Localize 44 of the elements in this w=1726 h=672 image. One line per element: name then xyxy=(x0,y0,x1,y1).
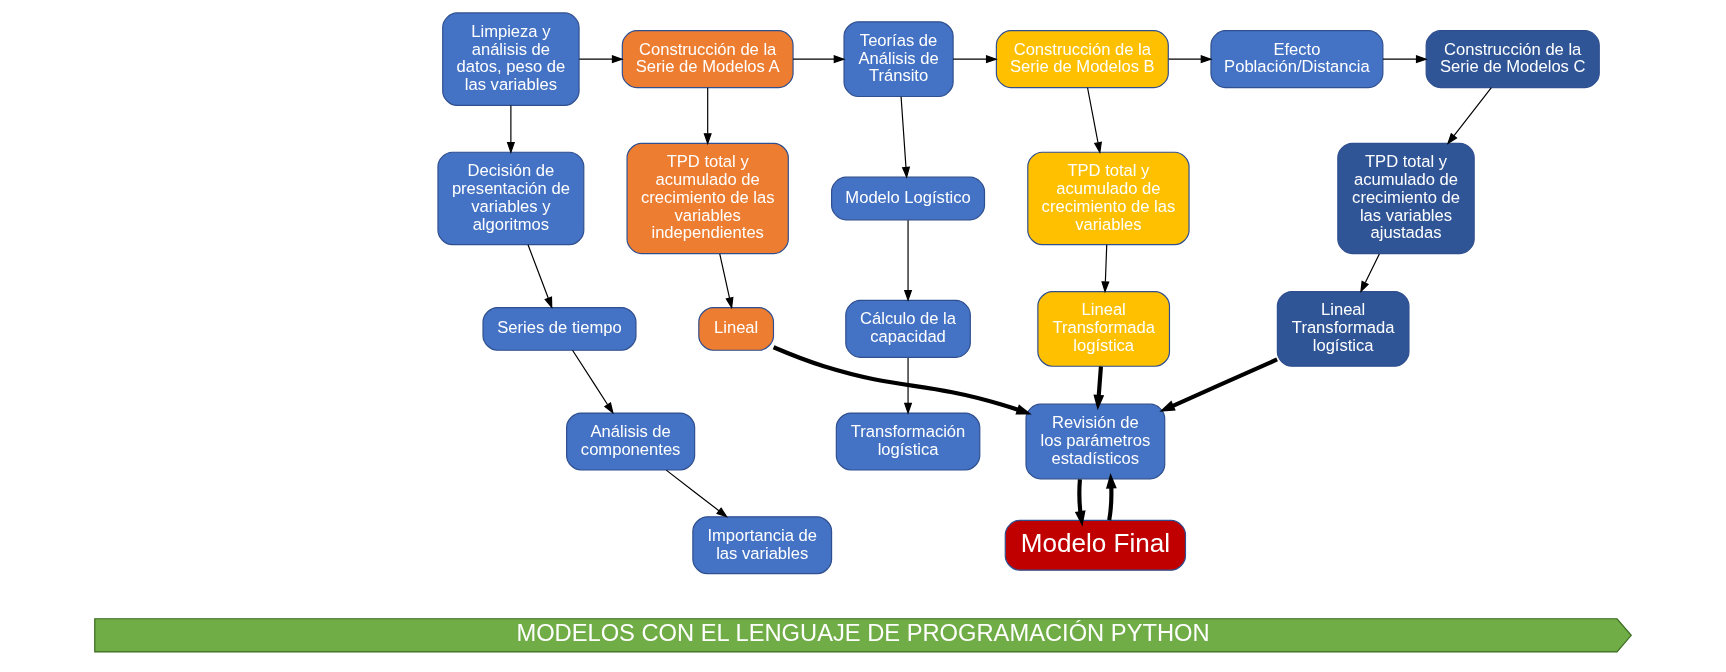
node-box: Análisis de componentes xyxy=(566,412,696,471)
arrow xyxy=(578,55,624,64)
node-box: Construcción de la Serie de Modelos A xyxy=(621,30,794,89)
node-box: Revisión de los parámetros estadísticos xyxy=(1025,403,1166,480)
node-box: Transformación logística xyxy=(835,412,981,471)
arrow xyxy=(1446,87,1492,145)
node-box: Limpieza y análisis de datos, peso de las variables xyxy=(442,12,580,106)
arrow xyxy=(792,55,846,64)
arrow xyxy=(1382,55,1428,64)
arrow xyxy=(1074,479,1086,527)
arrow xyxy=(1159,357,1278,412)
arrow xyxy=(903,219,913,302)
arrow xyxy=(665,469,728,518)
node-box: Teorías de Análisis de Tránsito xyxy=(843,21,954,98)
arrow xyxy=(1093,366,1105,411)
arrow xyxy=(1360,253,1380,294)
arrow xyxy=(900,96,911,179)
node-box: Series de tiempo xyxy=(482,306,637,351)
node-box: Cálculo de la capacidad xyxy=(845,299,971,358)
arrow xyxy=(1168,55,1213,64)
arrow xyxy=(719,253,734,310)
node-box: TPD total y acumulado de crecimiento de las variables independientes xyxy=(626,142,789,255)
arrow xyxy=(1086,87,1102,154)
node-box: Modelo Final xyxy=(1004,519,1187,571)
arrow xyxy=(506,104,516,154)
node-box: TPD total y acumulado de crecimiento de las variables xyxy=(1027,151,1190,246)
arrow xyxy=(952,55,998,64)
node-box: Lineal Transformada logística xyxy=(1276,290,1410,367)
node-box: TPD total y acumulado de crecimiento de las variables ajustadas xyxy=(1337,142,1475,255)
arrow xyxy=(772,345,1032,415)
arrow xyxy=(1105,473,1117,521)
arrow xyxy=(903,357,913,415)
node-box: Lineal Transformada logística xyxy=(1037,290,1171,367)
arrow xyxy=(527,244,553,309)
arrow xyxy=(1101,244,1110,294)
node-box: Decisión de presentación de variables y algoritmos xyxy=(437,151,585,246)
node-box: Construcción de la Serie de Modelos C xyxy=(1425,30,1600,89)
node-box: Importancia de las variables xyxy=(692,516,833,575)
arrow xyxy=(571,349,614,415)
node-box: Lineal xyxy=(698,306,775,351)
arrow xyxy=(703,87,712,146)
node-box: Efecto Población/Distancia xyxy=(1210,30,1384,89)
node-box: Construcción de la Serie de Modelos B xyxy=(995,30,1169,89)
node-box: Modelo Logístico xyxy=(831,176,986,221)
